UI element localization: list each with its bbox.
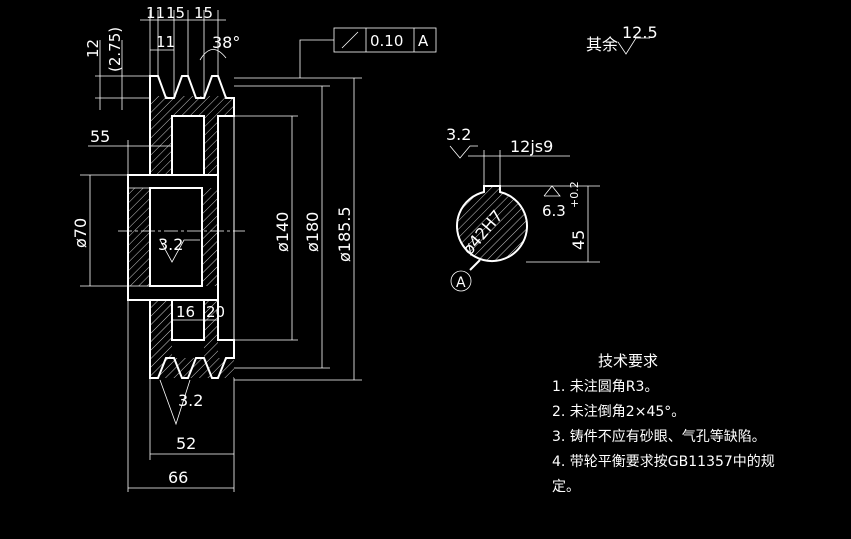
tech-requirements: 技术要求 1. 未注圆角R3。 2. 未注倒角2×45°。 3. 铸件不应有砂眼… [552,352,775,495]
top-dimensions: 11 15 15 11 38° 12 (2.75) 55 [84,4,240,175]
dim-dia-180: ø180 [303,212,322,252]
dim-top-15a: 15 [166,4,185,22]
keyway-rough-right-value: 6.3 [542,202,566,220]
bottom-dimensions: 3.2 52 66 [127,300,235,492]
dim-groove-depth: 12 [84,39,102,58]
roughness-bottom-value: 3.2 [178,391,203,410]
keyway-depth: 45 [569,230,588,250]
surface-note-icon [617,37,650,55]
pulley-hub [127,174,219,301]
right-diameters: ø140 ø180 ø185.5 [218,77,362,381]
pulley-section [118,75,245,379]
keyway-rough-left-value: 3.2 [446,125,471,144]
dim-bore-dia: ø70 [71,218,90,248]
tolerance-frame: 0.10 A [299,27,437,78]
pulley-outline-bottom [149,299,235,379]
roughness-bore-value: 3.2 [158,235,183,254]
surface-note-label: 其余 [586,35,618,54]
section-datum: A [456,275,466,291]
tech-item-3: 3. 铸件不应有砂眼、气孔等缺陷。 [552,428,766,445]
keyway-width: 12js9 [510,137,553,156]
dim-dia-140: ø140 [273,212,292,252]
dim-hub-offset: 55 [90,127,110,146]
tolerance-value: 0.10 [370,32,403,50]
bore-diameter-dim: ø70 [71,174,128,287]
dim-groove-depth-ref: (2.75) [106,27,124,72]
tech-item-1: 1. 未注圆角R3。 [552,379,658,395]
dim-groove-angle: 38° [212,33,240,52]
dim-web-16: 16 [176,303,195,321]
datum-circle [450,270,472,292]
dim-groove-width: 11 [156,33,175,51]
keyway-rough-right [543,185,561,197]
surface-note-value: 12.5 [622,23,658,42]
runout-icon [341,31,359,49]
keyway-section: 3.2 12js9 6.3 45 +0.2 ø42H7 A [446,125,600,292]
web-dimensions: 16 20 [172,303,225,321]
dim-dia-185: ø185.5 [335,206,354,262]
surface-note: 其余 12.5 [586,23,658,55]
dim-web-20: 20 [206,303,225,321]
dim-width-52: 52 [176,434,196,453]
keyway-depth-tol: +0.2 [568,181,581,208]
roughness-bore: 3.2 [158,235,200,263]
dim-width-66: 66 [168,468,188,487]
pulley-outline-top [149,75,235,176]
tech-item-2: 2. 未注倒角2×45°。 [552,404,685,420]
dim-top-15b: 15 [194,4,213,22]
tech-item-4-continued: 定。 [552,479,580,495]
dim-top-11: 11 [146,4,165,22]
keyway-rough-left [449,145,478,159]
pulley-hatch-hub [128,188,218,286]
tolerance-datum: A [418,32,429,50]
pulley-bore [149,187,203,287]
tech-item-4: 4. 带轮平衡要求按GB11357中的规 [552,454,775,470]
pulley-hatch-top [150,96,234,175]
tech-heading: 技术要求 [598,352,658,370]
